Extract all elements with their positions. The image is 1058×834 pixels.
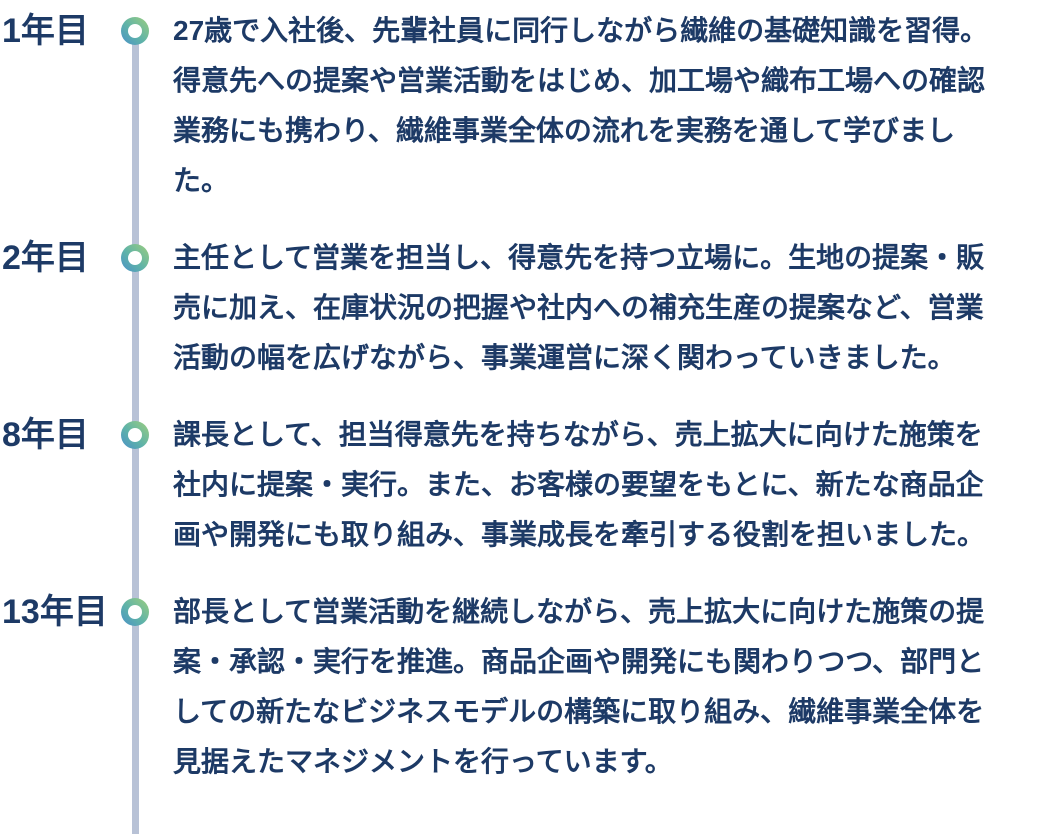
item-description: 主任として営業を担当し、得意先を持つ立場に。生地の提案・販 売に加え、在庫状況の… — [173, 242, 985, 373]
year-label: 1年目 — [2, 12, 89, 50]
item-description: 部長として営業活動を継続しながら、売上拡大に向けた施策の提 案・承認・実行を推進… — [173, 596, 985, 777]
timeline-item: 2年目 主任として営業を担当し、得意先を持つ立場に。生地の提案・販 売に加え、在… — [0, 233, 1058, 383]
year-label: 8年目 — [2, 416, 89, 454]
timeline-item: 8年目 課長として、担当得意先を持ちながら、売上拡大に向けた施策を 社内に提案・… — [0, 410, 1058, 560]
item-description: 課長として、担当得意先を持ちながら、売上拡大に向けた施策を 社内に提案・実行。ま… — [173, 419, 986, 550]
timeline-dot-icon — [121, 421, 149, 449]
item-description: 27歳で入社後、先輩社員に同行しながら繊維の基礎知識を習得。 得意先への提案や営… — [173, 15, 989, 196]
timeline-item: 1年目 27歳で入社後、先輩社員に同行しながら繊維の基礎知識を習得。 得意先への… — [0, 6, 1058, 206]
timeline-dot-icon — [121, 598, 149, 626]
timeline-dot-icon — [121, 244, 149, 272]
timeline-dot-icon — [121, 17, 149, 45]
year-label: 13年目 — [2, 593, 108, 631]
timeline-item: 13年目 部長として営業活動を継続しながら、売上拡大に向けた施策の提 案・承認・… — [0, 587, 1058, 787]
year-label: 2年目 — [2, 239, 89, 277]
